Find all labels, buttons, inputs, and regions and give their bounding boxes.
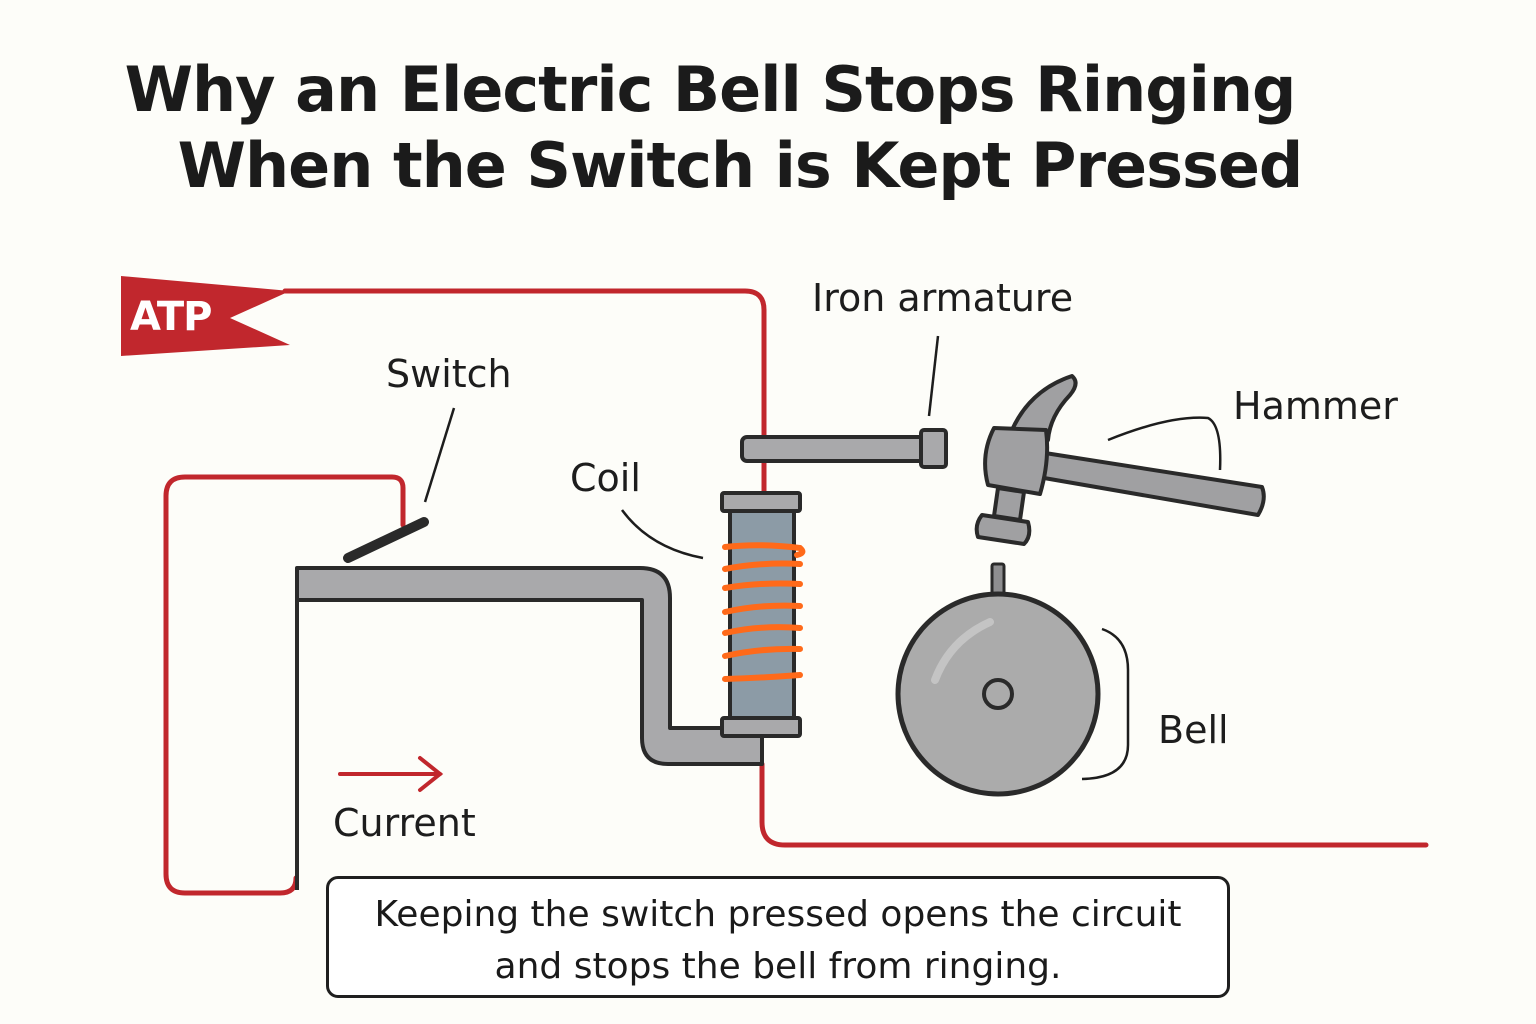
armature-leader-line [927, 335, 940, 417]
armature-tip [919, 428, 948, 469]
hammer-label: Hammer [1233, 384, 1398, 428]
bell-bracket [1081, 627, 1130, 781]
coil-bottom-cap [720, 716, 802, 738]
coil-windings [722, 542, 806, 682]
wire-bottom [759, 761, 1429, 848]
switch-leader-line [423, 407, 456, 503]
explanation-caption: Keeping the switch pressed opens the cir… [326, 876, 1230, 998]
atp-flag-icon [121, 276, 290, 356]
switch-label: Switch [386, 352, 512, 396]
diagram-title: Why an Electric Bell Stops Ringing When … [0, 52, 1420, 204]
iron-armature-label: Iron armature [812, 276, 1074, 320]
metal-frame [295, 566, 764, 766]
hammer-icon [974, 374, 1266, 546]
current-label: Current [333, 801, 476, 845]
caption-line-2: and stops the bell from ringing. [494, 946, 1062, 987]
current-arrow-icon [338, 756, 444, 792]
bell-label: Bell [1158, 708, 1229, 752]
coil-top-cap [720, 491, 802, 513]
bell-highlight [931, 618, 994, 684]
coil-label: Coil [570, 456, 641, 500]
hammer-leader-line [1107, 416, 1222, 471]
coil-leader-line [620, 509, 704, 560]
atp-badge-text: ATP [130, 294, 212, 340]
caption-line-1: Keeping the switch pressed opens the cir… [374, 894, 1182, 935]
bell-stem [990, 562, 1006, 598]
bell-center [982, 678, 1014, 710]
iron-armature [740, 435, 926, 463]
wire-top [282, 288, 767, 497]
title-line-1: Why an Electric Bell Stops Ringing [124, 53, 1297, 126]
title-line-2: When the Switch is Kept Pressed [177, 129, 1304, 202]
wire-left-loop [163, 474, 406, 896]
coil-core [728, 508, 796, 720]
switch-lever-icon [343, 517, 429, 563]
